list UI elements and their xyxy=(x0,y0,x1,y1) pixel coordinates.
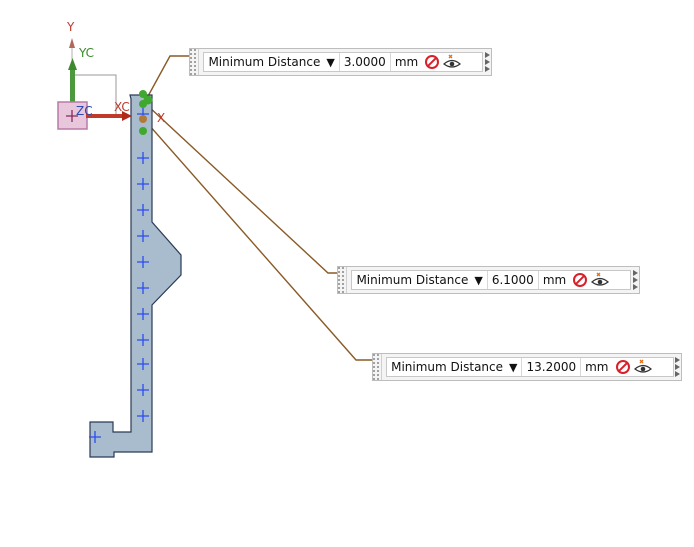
dimension-field[interactable]: Minimum Distance ▼ 6.1000 mm xyxy=(351,270,632,290)
point-green[interactable] xyxy=(139,127,147,135)
dimension-box-1[interactable]: Minimum Distance ▼ 3.0000 mm xyxy=(189,48,492,76)
dimension-mode-dropdown[interactable]: Minimum Distance ▼ xyxy=(387,358,523,376)
dimension-mode-label: Minimum Distance xyxy=(208,55,321,69)
dimension-value-input[interactable]: 13.2000 xyxy=(522,358,582,376)
blank-cell xyxy=(610,271,630,289)
blank-cell xyxy=(653,358,673,376)
node-crosses xyxy=(89,108,149,443)
dimension-mode-dropdown[interactable]: Minimum Distance ▼ xyxy=(352,271,488,289)
point-green[interactable] xyxy=(139,90,147,98)
expand-arrows-icon[interactable] xyxy=(631,267,639,293)
drag-grip-icon[interactable] xyxy=(373,354,383,380)
blank-cell xyxy=(462,53,482,71)
expand-arrows-icon[interactable] xyxy=(674,354,682,380)
visibility-eye-icon[interactable] xyxy=(442,53,462,71)
yc-arrowhead xyxy=(68,58,77,70)
dimension-field[interactable]: Minimum Distance ▼ 13.2000 mm xyxy=(386,357,674,377)
chevron-down-icon: ▼ xyxy=(474,273,483,287)
chevron-down-icon: ▼ xyxy=(326,55,335,69)
selection-points[interactable] xyxy=(139,90,153,135)
y-axis-arrowhead xyxy=(69,38,75,48)
leader-line-3 xyxy=(148,124,373,361)
dimension-mode-label: Minimum Distance xyxy=(391,360,504,374)
dimension-box-3[interactable]: Minimum Distance ▼ 13.2000 mm xyxy=(372,353,682,381)
no-entry-icon[interactable] xyxy=(422,53,442,71)
visibility-eye-icon[interactable] xyxy=(633,358,653,376)
zc-axis-label: ZC xyxy=(76,104,93,118)
part-profile[interactable] xyxy=(89,94,182,458)
no-entry-icon[interactable] xyxy=(613,358,633,376)
zc-cross xyxy=(66,110,78,122)
xc-axis xyxy=(86,114,124,118)
wcs-frame xyxy=(72,74,117,115)
drag-grip-icon[interactable] xyxy=(338,267,348,293)
yc-axis-label: YC xyxy=(79,46,95,60)
dimension-unit-label: mm xyxy=(394,55,419,69)
dimension-value-input[interactable]: 6.1000 xyxy=(488,271,539,289)
leader-line-1 xyxy=(146,55,190,99)
dimension-field[interactable]: Minimum Distance ▼ 3.0000 mm xyxy=(203,52,484,72)
point-brown[interactable] xyxy=(139,115,147,123)
y-axis-label: Y xyxy=(67,20,75,34)
dimension-mode-label: Minimum Distance xyxy=(356,273,469,287)
dimension-value-input[interactable]: 3.0000 xyxy=(340,53,391,71)
coordinate-triad[interactable] xyxy=(57,38,132,130)
no-entry-icon[interactable] xyxy=(570,271,590,289)
x-axis-label: X xyxy=(157,111,166,125)
dimension-mode-dropdown[interactable]: Minimum Distance ▼ xyxy=(204,53,340,71)
dimension-box-2[interactable]: Minimum Distance ▼ 6.1000 mm xyxy=(337,266,640,294)
xc-arrowhead xyxy=(122,111,132,121)
point-green[interactable] xyxy=(139,100,147,108)
visibility-eye-icon[interactable] xyxy=(590,271,610,289)
dimension-unit-label: mm xyxy=(585,360,609,374)
leader-line-2 xyxy=(147,105,340,274)
xc-axis-label: XC xyxy=(114,100,130,114)
drag-grip-icon[interactable] xyxy=(190,49,200,75)
yc-axis xyxy=(70,66,75,104)
dimension-unit-label: mm xyxy=(542,273,567,287)
chevron-down-icon: ▼ xyxy=(509,360,518,374)
expand-arrows-icon[interactable] xyxy=(483,49,491,75)
